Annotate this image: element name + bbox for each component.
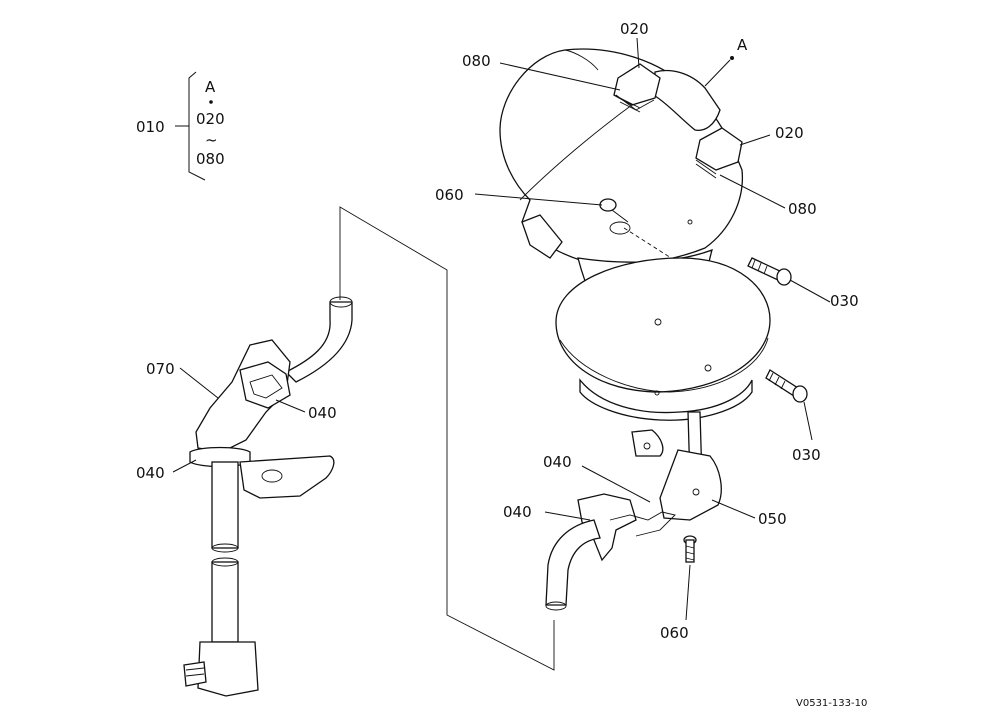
leader-lines <box>172 37 831 621</box>
group-member-080: 080 <box>196 150 225 168</box>
callout-010: 010 <box>136 118 165 136</box>
callout-070: 070 <box>146 360 175 378</box>
callout-030-upper: 030 <box>830 292 859 310</box>
callout-050: 050 <box>758 510 787 528</box>
bolt-030-lower <box>765 369 808 403</box>
group-member-tilde: ~ <box>205 131 218 149</box>
callout-labels: 020 080 A 020 080 060 030 030 070 040 04… <box>136 20 859 642</box>
group-member-020: 020 <box>196 110 225 128</box>
callout-060-bottom: 060 <box>660 624 689 642</box>
callout-a: A <box>737 36 748 54</box>
callout-080-top: 080 <box>462 52 491 70</box>
callout-080-right: 080 <box>788 200 817 218</box>
callout-020-top: 020 <box>620 20 649 38</box>
callout-040-right-upper: 040 <box>543 453 572 471</box>
group-member-a: A <box>205 78 216 96</box>
lower-bracket-050 <box>545 449 722 611</box>
group-010-bracket: 010 A 020 ~ 080 <box>136 71 225 181</box>
callout-060-top: 060 <box>435 186 464 204</box>
callout-020-right: 020 <box>775 124 804 142</box>
housing-assembly <box>499 48 771 483</box>
callout-040-right-lower: 040 <box>503 503 532 521</box>
left-assembly <box>183 296 353 697</box>
bolt-030-upper <box>747 257 792 286</box>
callout-040-left-lower: 040 <box>136 464 165 482</box>
callout-030-lower: 030 <box>792 446 821 464</box>
callout-040-left-upper: 040 <box>308 404 337 422</box>
bolts-030 <box>747 257 808 403</box>
explode-frame <box>339 206 555 671</box>
group-member-dot <box>209 100 213 104</box>
drawing-code: V0531-133-10 <box>796 698 867 709</box>
